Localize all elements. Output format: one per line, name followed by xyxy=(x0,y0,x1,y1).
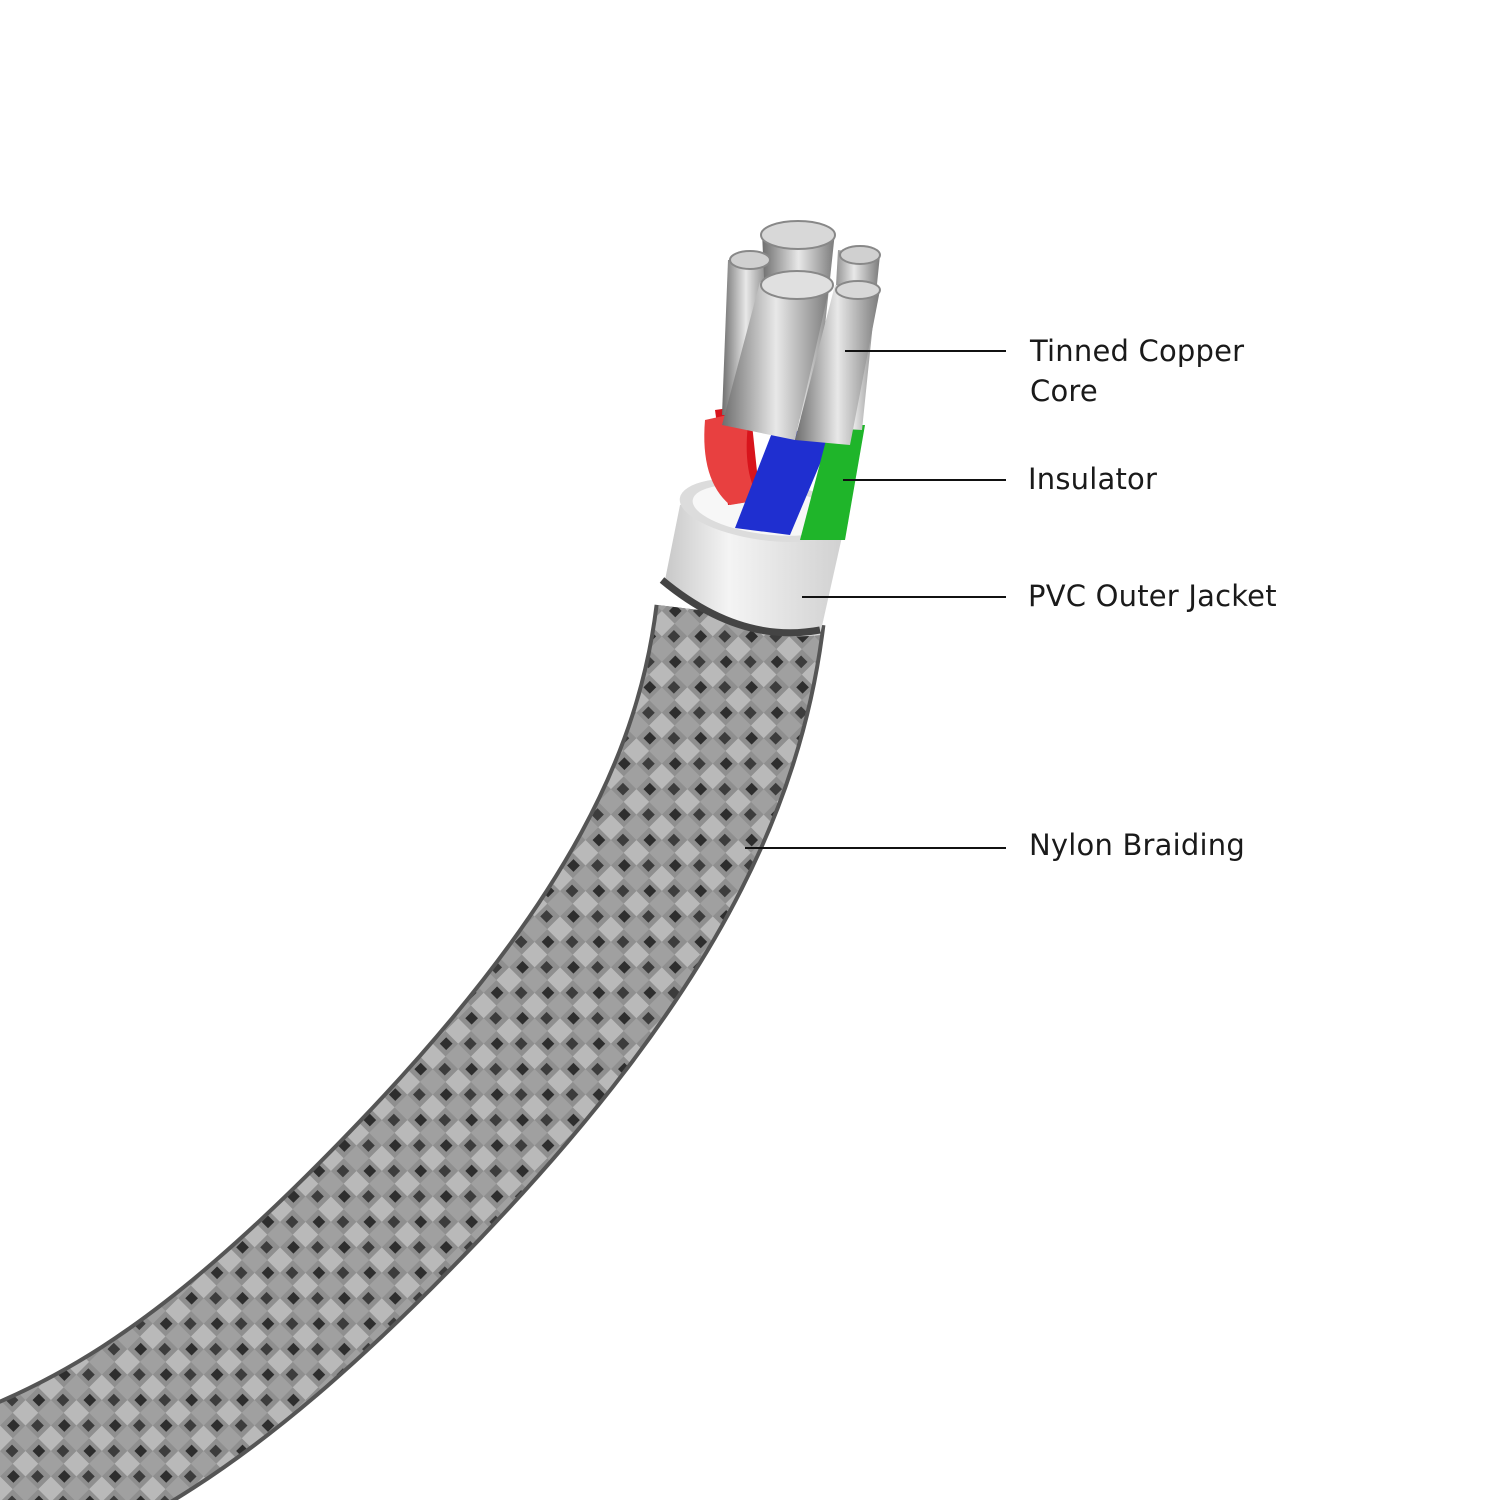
label-insulator: Insulator xyxy=(1028,462,1158,496)
nylon-braided-cable xyxy=(0,603,826,1500)
label-nylon-braiding: Nylon Braiding xyxy=(1029,828,1245,862)
label-core-line2: Core xyxy=(1030,374,1098,408)
tinned-copper-strands xyxy=(722,220,881,445)
label-core-line1: Tinned Copper xyxy=(1030,334,1245,368)
callout-lines xyxy=(745,350,1006,849)
label-tinned-copper-core: Tinned Copper Core xyxy=(1030,331,1244,411)
insulated-wires xyxy=(704,405,865,540)
label-pvc-outer-jacket: PVC Outer Jacket xyxy=(1028,579,1277,613)
